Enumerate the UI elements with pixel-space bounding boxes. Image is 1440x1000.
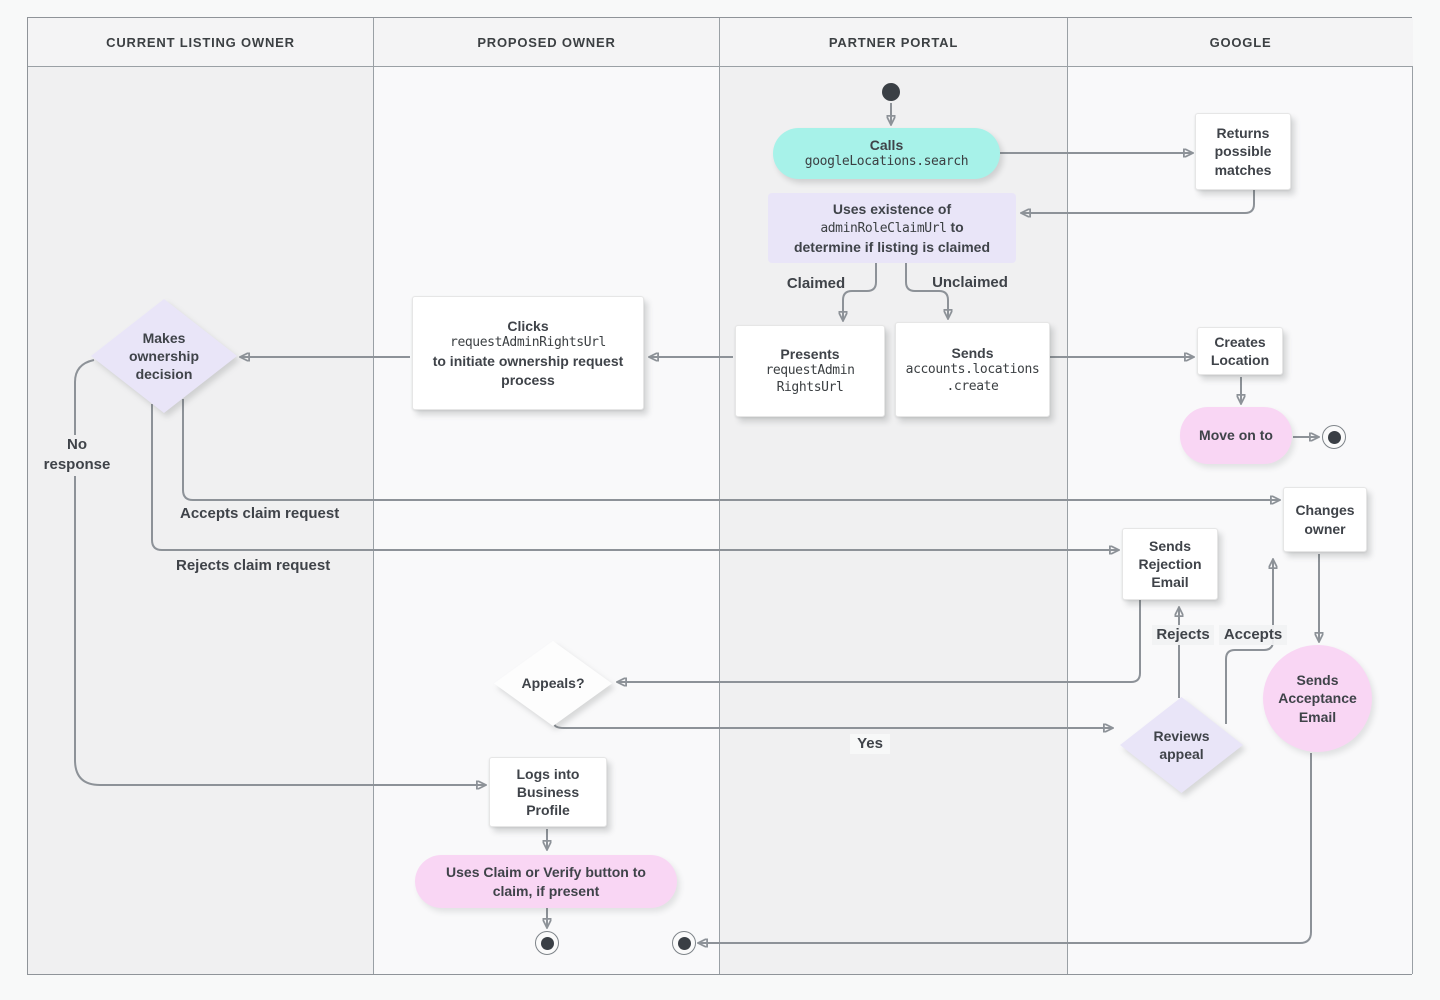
node-clicks-requestadminrightsurl: Clicks requestAdminRightsUrl to initiate… [412,296,644,410]
edge-label-accepts: Accepts [1219,625,1287,646]
node-text-line: to initiate ownership request process [432,353,624,388]
node-code: googleLocations.search [804,154,969,170]
node-uses-claim-or-verify: Uses Claim or Verify button to claim, if… [415,855,677,908]
edge-label-yes: Yes [850,734,890,755]
node-label: Changes owner [1295,502,1355,537]
node-code: requestAdmin RightsUrl [765,363,855,396]
node-text-line: to [950,219,964,236]
end-node-claim [535,931,559,955]
node-sends-accounts-locations-create: Sends accounts.locations .create [895,322,1050,417]
lane-proposed-owner [374,18,720,974]
node-sends-acceptance-email: Sends Acceptance Email [1263,645,1372,752]
node-label: Creates Location [1210,333,1270,368]
lane-header-label: GOOGLE [1209,34,1272,50]
edge-label-no-response: No response [38,435,116,476]
node-title: Sends [951,344,994,361]
edge-label-rejects-claim-request: Rejects claim request [176,557,331,574]
start-node [882,83,900,101]
lane-current-listing-owner [28,18,374,974]
node-presents-requestadminrightsurl: Presents requestAdmin RightsUrl [735,325,885,417]
node-label: Sends Acceptance Email [1278,672,1357,725]
node-calls-googlelocations-search: Calls googleLocations.search [773,128,1000,179]
node-title: Clicks [507,318,549,335]
node-label: Reviews appeal [1153,727,1210,762]
node-changes-owner: Changes owner [1283,487,1367,552]
end-node-dot [1327,430,1341,444]
node-text-line: Uses existence of [832,200,952,217]
edge-label-claimed: Claimed [786,275,846,292]
node-reviews-appeal: Reviews appeal [1120,697,1243,793]
node-code: accounts.locations .create [905,361,1040,394]
lane-header-label: CURRENT LISTING OWNER [106,34,295,50]
node-label: Appeals? [521,675,585,692]
lane-header-label: PROPOSED OWNER [477,34,616,50]
node-label: Move on to [1199,427,1273,444]
node-text-line: determine if listing is claimed [793,238,991,255]
node-sends-rejection-email: Sends Rejection Email [1122,528,1218,600]
edge-label-rejects: Rejects [1152,625,1214,646]
node-label: Returns possible matches [1214,125,1272,178]
lane-header-label: PARTNER PORTAL [828,34,959,50]
node-move-on-to: Move on to [1180,407,1292,464]
lane-header-partner-portal: PARTNER PORTAL [720,18,1068,67]
edge-label-accepts-claim-request: Accepts claim request [180,505,340,522]
end-node-create [1322,425,1346,449]
node-label: Makes ownership decision [128,329,199,383]
node-logs-into-business-profile: Logs into Business Profile [489,757,607,827]
lane-header-google: GOOGLE [1068,18,1413,67]
lane-header-proposed-owner: PROPOSED OWNER [374,18,720,67]
node-returns-possible-matches: Returns possible matches [1195,113,1291,190]
node-creates-location: Creates Location [1197,327,1283,375]
node-title: Calls [869,136,904,153]
end-node-acceptance [672,931,696,955]
lane-header-current-listing-owner: CURRENT LISTING OWNER [28,18,374,67]
end-node-dot [677,936,691,950]
end-node-dot [540,936,554,950]
node-makes-ownership-decision: Makes ownership decision [91,299,237,413]
node-appeals-decision: Appeals? [494,641,612,726]
node-label: Logs into Business Profile [516,765,580,819]
edge-label-unclaimed: Unclaimed [932,274,1008,291]
node-label: Sends Rejection Email [1138,537,1202,591]
node-uses-existence: Uses existence of adminRoleClaimUrl to d… [768,193,1016,263]
node-code: requestAdminRightsUrl [450,335,606,351]
node-title: Presents [780,346,840,363]
node-label: Uses Claim or Verify button to claim, if… [446,864,646,899]
node-code: adminRoleClaimUrl [820,221,947,237]
